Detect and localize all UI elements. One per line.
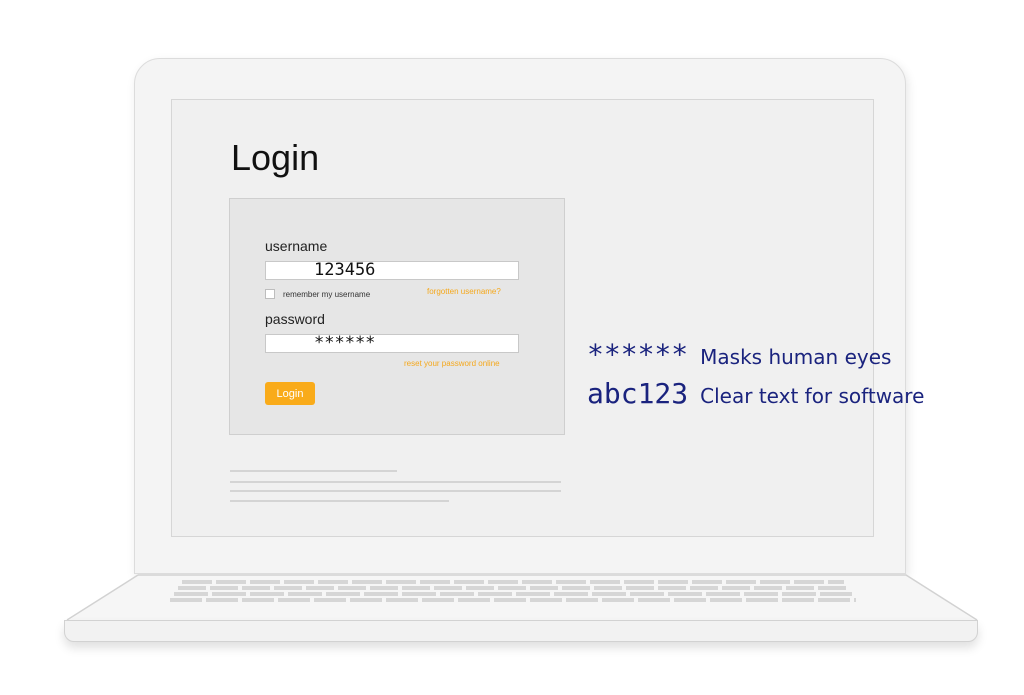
username-label: username xyxy=(265,238,328,254)
clear-sample: abc123 xyxy=(587,377,689,410)
remember-username-label: remember my username xyxy=(283,289,371,299)
forgot-username-link[interactable]: forgotten username? xyxy=(427,287,501,296)
password-label: password xyxy=(265,311,325,327)
keyboard-icon xyxy=(170,580,856,602)
masked-caption: Masks human eyes xyxy=(700,345,892,369)
placeholder-line xyxy=(230,481,561,483)
username-input[interactable]: 123456 xyxy=(265,261,519,280)
masked-annotation: ****** Masks human eyes xyxy=(587,338,891,371)
clear-caption: Clear text for software xyxy=(700,384,925,408)
laptop-base-outline xyxy=(66,574,978,621)
remember-username-checkbox[interactable] xyxy=(265,289,275,299)
password-input[interactable]: ****** xyxy=(265,334,519,353)
laptop-front-edge xyxy=(64,620,978,642)
login-button[interactable]: Login xyxy=(265,382,315,405)
clear-annotation: abc123 Clear text for software xyxy=(587,377,924,410)
placeholder-line xyxy=(230,490,561,492)
placeholder-line xyxy=(230,500,449,502)
reset-password-link[interactable]: reset your password online xyxy=(404,359,500,368)
masked-sample: ****** xyxy=(587,338,689,371)
placeholder-line xyxy=(230,470,397,472)
page-title: Login xyxy=(231,137,320,178)
remember-username-row[interactable]: remember my username xyxy=(265,289,370,299)
